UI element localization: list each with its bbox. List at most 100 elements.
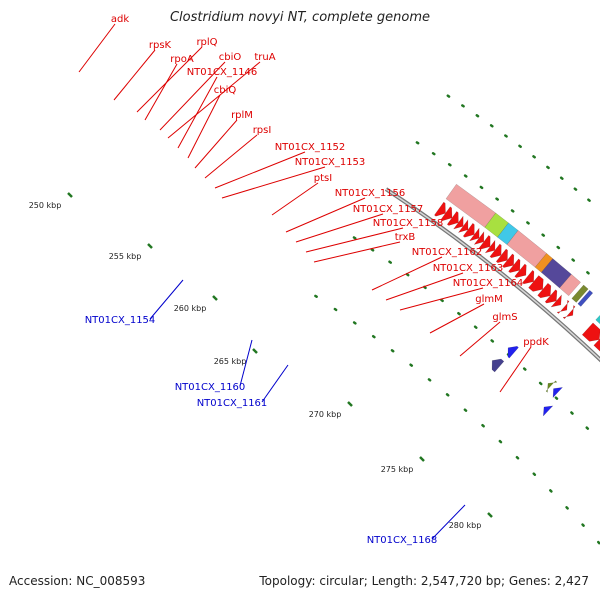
forward-leader-line <box>271 182 319 216</box>
forward-gene-arrow-10 <box>484 240 496 254</box>
reverse-leader-line <box>149 279 184 320</box>
forward-leader-line <box>144 63 178 121</box>
forward-gene-arrow-7 <box>468 227 480 242</box>
forward-leader-line <box>214 151 306 189</box>
forward-gene-label: rplQ <box>196 37 217 48</box>
forward-gene-label: ppdK <box>523 337 549 348</box>
forward-gene-arrow-19 <box>544 289 558 304</box>
scale-tick-mark <box>252 348 258 354</box>
forward-gene-arrow-18 <box>537 282 552 299</box>
forward-gene-label: glmM <box>475 294 503 305</box>
reverse-gene-label: NT01CX_1154 <box>85 315 156 326</box>
forward-gene-label: ptsI <box>314 173 332 184</box>
scale-tick-mark <box>67 192 73 198</box>
forward-leader-line <box>167 61 261 139</box>
scale-tick-label: 280 kbp <box>449 521 482 530</box>
map-title: Clostridium novyi NT, complete genome <box>169 10 431 25</box>
forward-gene-label: NT01CX_1157 <box>353 204 424 215</box>
forward-gene-label: truA <box>254 52 275 63</box>
forward-leader-line <box>204 134 258 179</box>
forward-leader-line <box>78 23 116 73</box>
forward-gene-arrow-8 <box>473 231 485 245</box>
forward-gene-label: NT01CX_1162 <box>412 247 483 258</box>
forward-gene-arrow-5 <box>458 219 469 234</box>
forward-gene-arrow-17 <box>528 275 544 292</box>
forward-leader-line <box>136 46 203 113</box>
reverse-gene-label: NT01CX_1168 <box>367 535 438 546</box>
forward-gene-label: glmS <box>492 312 517 323</box>
forward-gene-arrow-22 <box>562 304 576 320</box>
forward-gene-arrow-13 <box>502 253 515 268</box>
reverse-gene-label: NT01CX_1160 <box>175 382 246 393</box>
forward-leader-line <box>285 197 366 233</box>
scale-tick-mark <box>347 401 353 407</box>
reverse-gene-arrow-3 <box>542 405 554 417</box>
forward-gene-label: rpsI <box>253 125 272 136</box>
scale-tick-label: 270 kbp <box>309 410 342 419</box>
forward-leader-line <box>313 241 401 263</box>
forward-leader-line <box>429 303 485 334</box>
forward-leader-line <box>177 76 218 149</box>
forward-gene-label: rpsK <box>149 40 172 51</box>
forward-leader-line <box>221 166 326 199</box>
forward-gene-label: NT01CX_1158 <box>373 218 444 229</box>
scale-tick-label: 265 kbp <box>214 357 247 366</box>
forward-gene-arrow-1 <box>434 201 446 217</box>
reverse-leader-line <box>261 364 289 403</box>
forward-leader-line <box>371 256 443 291</box>
cog-block-7 <box>559 273 581 297</box>
scale-tick-mark <box>419 456 425 462</box>
forward-gene-arrow-12 <box>495 248 508 263</box>
forward-gene-label: adk <box>111 14 129 25</box>
scale-tick-label: 255 kbp <box>109 252 142 261</box>
forward-leader-line <box>385 272 464 301</box>
forward-gene-arrow-14 <box>508 258 521 273</box>
scale-tick-mark <box>147 243 153 249</box>
forward-leader-line <box>305 227 404 253</box>
forward-gene-label: NT01CX_1146 <box>187 67 258 78</box>
forward-gene-label: NT01CX_1153 <box>295 157 366 168</box>
scale-tick-label: 250 kbp <box>29 201 62 210</box>
backbone-inner <box>385 188 600 361</box>
forward-gene-label: rpoA <box>170 54 194 65</box>
reverse-leader-line <box>431 504 466 540</box>
forward-gene-arrow-11 <box>489 243 502 259</box>
forward-gene-arrow-9 <box>478 235 491 250</box>
forward-gene-label: cbiO <box>219 52 242 63</box>
cog-block-8 <box>571 284 589 303</box>
scale-tick-label: 260 kbp <box>174 304 207 313</box>
forward-gene-arrow-16 <box>522 269 535 285</box>
reverse-gene-box-1 <box>491 358 505 373</box>
forward-leader-line <box>399 287 484 311</box>
scale-tick-mark <box>487 512 493 518</box>
forward-leader-line <box>459 321 501 357</box>
accession-text: Accession: NC_008593 <box>9 574 146 588</box>
forward-gene-arrow-23 <box>581 322 600 342</box>
forward-leader-line <box>295 213 384 243</box>
forward-gene-arrow-6 <box>462 222 475 238</box>
forward-leader-line <box>159 61 226 131</box>
reverse-gene-box-2 <box>545 380 558 393</box>
forward-gene-label: NT01CX_1163 <box>433 263 504 274</box>
genome-summary-text: Topology: circular; Length: 2,547,720 bp… <box>259 574 589 588</box>
forward-leader-line <box>113 49 156 101</box>
scale-tick-label: 275 kbp <box>381 465 414 474</box>
forward-gene-arrow-21 <box>556 299 570 314</box>
reverse-gene-label: NT01CX_1161 <box>197 398 268 409</box>
forward-leader-line <box>187 94 221 159</box>
forward-leader-line <box>194 119 238 169</box>
forward-gene-label: NT01CX_1152 <box>275 142 346 153</box>
forward-gene-label: NT01CX_1164 <box>453 278 524 289</box>
forward-gene-arrow-2 <box>440 206 453 222</box>
guide-ring-4 <box>314 294 600 547</box>
backbone-outer <box>384 187 600 363</box>
reverse-gene-arrow-1 <box>507 346 519 359</box>
reverse-gene-arrow-2 <box>552 387 563 398</box>
forward-gene-arrow-20 <box>550 294 563 308</box>
forward-leader-line <box>499 346 532 393</box>
forward-gene-label: NT01CX_1156 <box>335 188 406 199</box>
reverse-leader-line <box>239 339 253 387</box>
forward-gene-label: cbiQ <box>214 85 237 96</box>
